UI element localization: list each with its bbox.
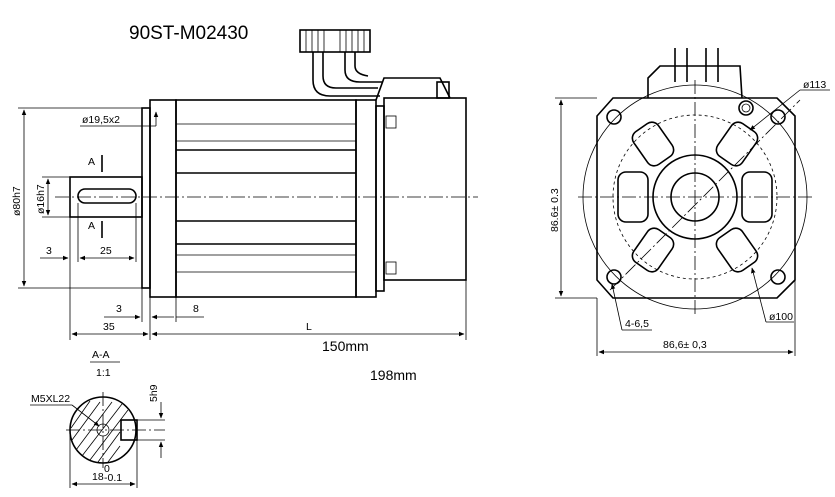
dim-dia-19-5x2: ø19,5x2 <box>82 114 120 126</box>
dim-86-6-horizontal: 86,6± 0,3 <box>663 339 707 351</box>
tol-upper: 0 <box>104 463 110 475</box>
dim-3-b: 3 <box>116 303 122 315</box>
front-flange <box>149 99 177 298</box>
flange-square <box>596 97 796 299</box>
length-198: 198mm <box>370 367 417 383</box>
thread-spec: M5XL22 <box>31 393 70 405</box>
front-view: ø113 86.6± 0.3 86,6± 0,3 4-6,5 ø100 <box>549 48 830 356</box>
dim-35: 35 <box>103 321 115 333</box>
section-title: A-A <box>92 349 110 361</box>
dim-holes: 4-6,5 <box>625 318 649 330</box>
encoder-housing <box>383 97 467 281</box>
drawing-title: 90ST-M02430 <box>129 23 248 44</box>
dim-3-a: 3 <box>46 245 52 257</box>
motor-body <box>175 99 357 298</box>
side-view: ø80h7 ø16h7 ø19,5x2 A A 3 25 3 8 <box>11 29 478 383</box>
connector-plug <box>299 29 371 53</box>
dim-dia-113: ø113 <box>803 79 826 91</box>
section-mark-bottom: A <box>88 220 95 232</box>
dim-L: L <box>306 321 312 333</box>
rear-cap <box>355 99 377 298</box>
length-150: 150mm <box>322 338 369 354</box>
section-mark-top: A <box>88 156 95 168</box>
shaft-keyway <box>77 188 137 204</box>
dim-key-width: 5h9 <box>148 384 160 402</box>
dim-dia-100: ø100 <box>769 311 793 323</box>
pilot-spigot <box>141 107 151 289</box>
dim-depth: 18 <box>92 471 104 483</box>
dim-86-6-vertical: 86.6± 0.3 <box>549 188 561 232</box>
section-view: A-A 1:1 M5XL22 5h9 18 0 -0.1 <box>30 349 165 488</box>
dim-8: 8 <box>193 303 199 315</box>
section-scale: 1:1 <box>96 367 111 379</box>
dim-dia-16h7: ø16h7 <box>35 184 47 214</box>
tol-lower: -0.1 <box>104 472 122 484</box>
dim-dia-80h7: ø80h7 <box>11 186 23 216</box>
dim-25: 25 <box>100 245 112 257</box>
